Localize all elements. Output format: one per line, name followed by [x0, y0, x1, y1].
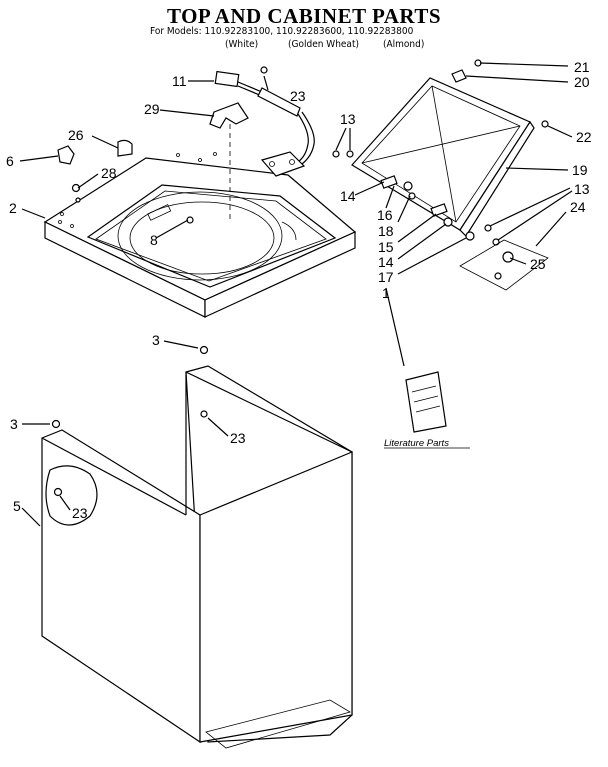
- callout-5: 5: [13, 498, 21, 514]
- literature-booklet: [405, 371, 447, 433]
- callout-13: 13: [340, 111, 356, 127]
- callouts: 11 23 29 13 26 6 28 2 8 14 16 18 15 14 1…: [6, 59, 592, 521]
- callout-17: 17: [378, 269, 394, 285]
- callout-20: 20: [574, 74, 590, 90]
- small-parts-left: [57, 66, 268, 224]
- literature-parts-label: Literature Parts: [384, 438, 449, 449]
- callout-11: 11: [172, 73, 187, 89]
- callout-3: 3: [152, 332, 160, 348]
- diagram-title: TOP AND CABINET PARTS: [166, 4, 442, 28]
- callout-8: 8: [150, 232, 158, 248]
- callout-1: 1: [382, 285, 390, 301]
- hinge-parts: [332, 150, 500, 246]
- callout-16: 16: [377, 207, 393, 223]
- top-panel: [43, 152, 357, 318]
- callout-14b: 14: [378, 254, 394, 270]
- callout-23c: 23: [72, 505, 88, 521]
- variant-white: (White): [225, 39, 259, 50]
- callout-14: 14: [340, 188, 356, 204]
- lid-switch-assembly: [214, 70, 315, 177]
- callout-2: 2: [9, 200, 17, 216]
- callout-19: 19: [572, 162, 588, 178]
- callout-26: 26: [68, 127, 84, 143]
- callout-13b: 13: [574, 181, 590, 197]
- callout-28: 28: [101, 165, 117, 181]
- callout-29: 29: [144, 101, 160, 117]
- models-line: For Models: 110.92283100, 110.92283600, …: [150, 26, 414, 37]
- bracket-29: [209, 102, 249, 222]
- callout-22: 22: [576, 129, 592, 145]
- callout-6: 6: [6, 153, 14, 169]
- callout-23: 23: [290, 88, 306, 104]
- callout-21: 21: [574, 59, 590, 75]
- variant-golden-wheat: (Golden Wheat): [288, 39, 359, 50]
- lid: [351, 77, 535, 237]
- callout-25: 25: [530, 256, 546, 272]
- variant-almond: (Almond): [383, 39, 425, 50]
- leader-lines: [19, 62, 573, 527]
- callout-18: 18: [378, 223, 394, 239]
- lid-stop-parts: [451, 59, 549, 128]
- cabinet: [41, 345, 353, 749]
- plate-24: [459, 239, 549, 291]
- callout-23b: 23: [230, 430, 246, 446]
- callout-15: 15: [378, 239, 394, 255]
- callout-3b: 3: [10, 416, 18, 432]
- callout-24: 24: [570, 199, 586, 215]
